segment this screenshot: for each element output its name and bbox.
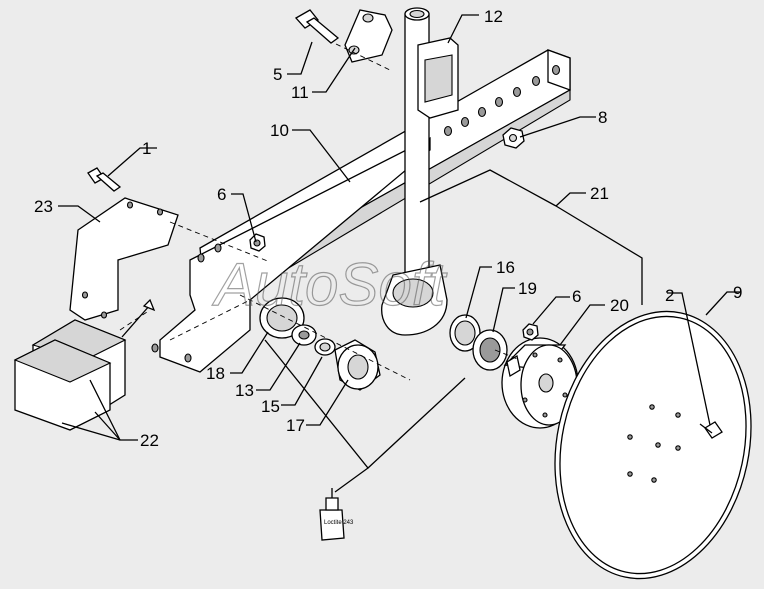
loctite-tube: Loctite 243 <box>319 488 354 541</box>
callout-11: 11 <box>291 83 309 102</box>
part-nut-6-left <box>249 233 266 252</box>
leader-lines <box>58 14 741 493</box>
callout-6-left: 6 <box>217 185 226 204</box>
disc-holes <box>627 404 681 483</box>
part-shield <box>69 197 179 321</box>
part-clamp-plate <box>417 37 459 119</box>
callout-20: 20 <box>610 296 629 315</box>
part-guard-blocks <box>13 319 127 431</box>
callout-13: 13 <box>235 381 254 400</box>
callout-5: 5 <box>273 65 282 84</box>
part-bearing-housing-18 <box>259 297 305 339</box>
callout-12: 12 <box>484 7 503 26</box>
callout-18: 18 <box>206 364 225 383</box>
part-bolt-disc <box>699 421 723 439</box>
callout-10: 10 <box>270 121 289 140</box>
beam-holes <box>151 64 561 363</box>
part-ring-16 <box>449 314 481 352</box>
part-nut-8 <box>502 127 525 149</box>
callout-2: 2 <box>665 286 674 305</box>
part-bearing-17 <box>334 339 381 391</box>
callout-15: 15 <box>261 397 280 416</box>
part-disc <box>554 310 752 580</box>
part-clamp <box>344 9 393 63</box>
callout-9: 9 <box>733 283 742 302</box>
part-washer-15 <box>314 338 336 356</box>
part-bolt-1 <box>87 167 122 192</box>
part-bolt-top <box>294 9 340 44</box>
part-vertical-post <box>381 7 448 336</box>
callout-22: 22 <box>140 431 159 450</box>
watermark: AutoSoft <box>212 251 447 318</box>
callout-labels: 1 2 5 6 6 8 9 10 11 12 13 15 16 17 18 19… <box>34 7 742 450</box>
part-frame-beam <box>151 49 571 373</box>
callout-8: 8 <box>598 108 607 127</box>
part-nut-6-right <box>522 323 539 341</box>
callout-16: 16 <box>496 258 515 277</box>
callout-23: 23 <box>34 197 53 216</box>
assembly-lines <box>119 43 521 381</box>
part-seal-13 <box>291 324 317 346</box>
callout-6-right: 6 <box>572 287 581 306</box>
callout-1: 1 <box>142 139 151 158</box>
part-bearing-19 <box>472 329 508 371</box>
callout-21: 21 <box>590 184 609 203</box>
callout-19: 19 <box>518 279 537 298</box>
part-hub <box>501 337 579 429</box>
callout-17: 17 <box>286 416 305 435</box>
tube-label: Loctite 243 <box>324 520 354 526</box>
